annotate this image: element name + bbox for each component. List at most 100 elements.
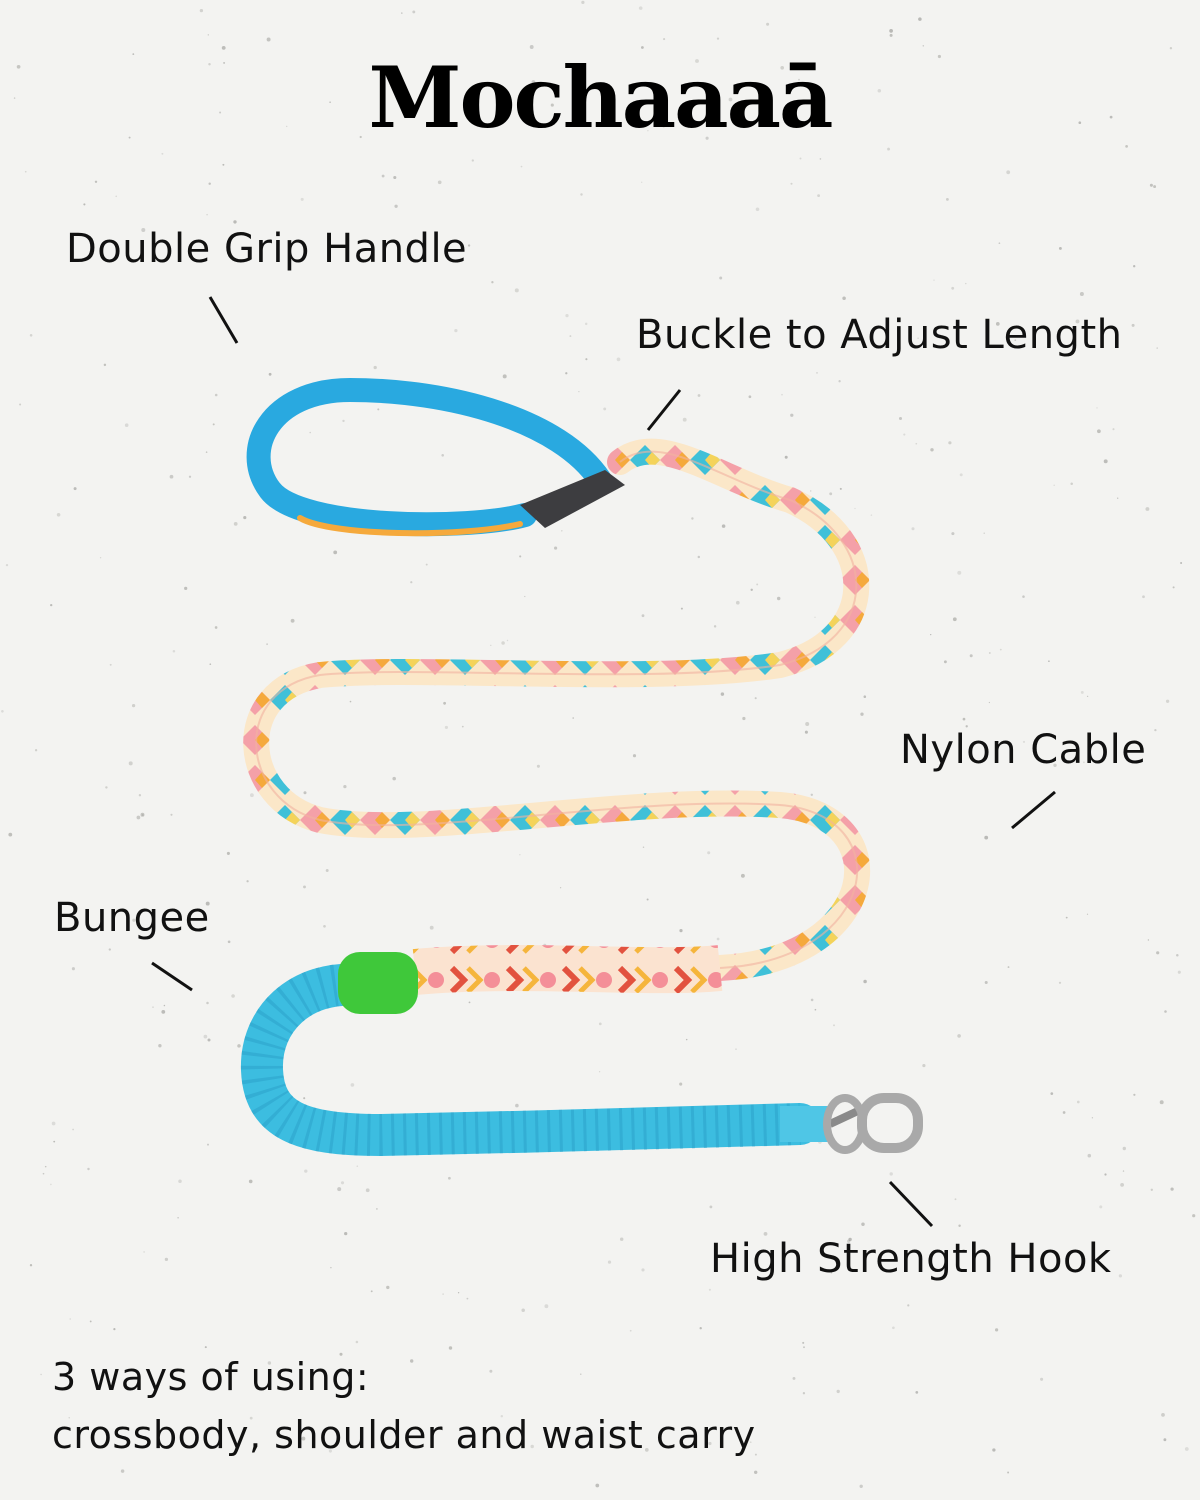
speckle xyxy=(860,712,864,716)
speckle xyxy=(514,288,519,293)
speckle xyxy=(748,395,752,399)
speckle xyxy=(842,296,846,301)
speckle xyxy=(1120,1183,1124,1187)
speckle xyxy=(1156,951,1160,955)
speckle xyxy=(1053,484,1055,486)
speckle xyxy=(1062,1111,1066,1114)
speckle xyxy=(425,563,428,566)
speckle xyxy=(223,61,226,64)
callout-bungee: Bungee xyxy=(54,895,210,941)
speckle xyxy=(340,1181,345,1185)
speckle xyxy=(763,1232,768,1236)
speckle xyxy=(616,357,621,362)
hook-strap xyxy=(780,1106,830,1142)
speckle xyxy=(830,1271,833,1274)
speckle xyxy=(805,722,810,726)
speckle xyxy=(679,1082,683,1086)
speckle xyxy=(429,925,434,930)
speckle xyxy=(373,365,377,370)
speckle xyxy=(911,527,915,531)
speckle xyxy=(214,626,218,629)
speckle xyxy=(214,393,218,397)
speckle xyxy=(401,12,403,14)
adjust-buckle xyxy=(520,470,625,528)
speckle xyxy=(1192,1214,1196,1218)
speckle xyxy=(1180,562,1183,564)
speckle xyxy=(1165,699,1170,703)
speckle xyxy=(359,135,362,139)
bungee-stopper xyxy=(338,952,418,1014)
speckle xyxy=(642,846,645,849)
speckle xyxy=(1147,939,1150,941)
speckle xyxy=(740,873,745,878)
speckle xyxy=(889,29,893,33)
speckle xyxy=(1154,728,1157,732)
speckle xyxy=(641,614,645,618)
speckle xyxy=(922,45,925,47)
speckle xyxy=(930,448,934,452)
speckle xyxy=(410,581,413,584)
speckle xyxy=(1007,966,1010,969)
speckle xyxy=(1086,695,1089,698)
speckle xyxy=(572,717,574,719)
speckle xyxy=(742,716,746,721)
speckle xyxy=(109,663,112,666)
speckle xyxy=(716,937,720,941)
speckle xyxy=(83,203,86,206)
speckle xyxy=(705,136,709,140)
speckle xyxy=(381,174,385,178)
speckle xyxy=(859,1484,863,1489)
speckle xyxy=(349,700,352,703)
speckle xyxy=(29,1264,33,1267)
speckle xyxy=(948,441,952,445)
speckle xyxy=(178,1179,182,1183)
speckle xyxy=(1093,1258,1097,1262)
speckle xyxy=(814,1008,817,1011)
speckle xyxy=(113,1328,116,1331)
speckle xyxy=(489,1369,493,1373)
speckle xyxy=(595,1483,600,1488)
speckle xyxy=(355,1340,359,1344)
speckle xyxy=(802,1341,805,1344)
speckle xyxy=(120,1469,125,1473)
speckle xyxy=(662,125,665,128)
speckle xyxy=(716,37,720,40)
speckle xyxy=(1159,1100,1164,1105)
speckle xyxy=(685,1038,688,1041)
speckle xyxy=(1076,1100,1080,1104)
speckle xyxy=(212,423,215,426)
speckle xyxy=(544,1304,549,1309)
speckle xyxy=(799,157,802,160)
speckle xyxy=(776,596,781,601)
speckle xyxy=(330,1266,332,1269)
speckle xyxy=(1122,1170,1125,1172)
speckle xyxy=(957,570,962,575)
speckle xyxy=(204,1346,207,1349)
speckle xyxy=(803,1346,805,1349)
speckle xyxy=(756,583,759,586)
speckle xyxy=(343,784,347,789)
speckle xyxy=(138,794,142,797)
high-strength-hook xyxy=(823,1093,923,1154)
speckle xyxy=(231,994,235,998)
speckle xyxy=(1164,1010,1167,1013)
speckle xyxy=(819,158,822,160)
speckle xyxy=(749,1441,752,1444)
speckle xyxy=(877,89,882,93)
speckle xyxy=(1103,459,1108,464)
speckle xyxy=(810,998,814,1002)
speckle xyxy=(1156,347,1158,349)
speckle xyxy=(249,1416,253,1420)
speckle xyxy=(629,1329,632,1332)
speckle xyxy=(44,1165,47,1168)
speckle xyxy=(515,1103,519,1108)
speckle xyxy=(457,1292,460,1294)
speckle xyxy=(206,1001,209,1005)
speckle xyxy=(781,393,783,396)
speckle xyxy=(132,918,136,922)
speckle xyxy=(958,1224,961,1228)
callout-buckle: Buckle to Adjust Length xyxy=(636,312,1123,358)
speckle xyxy=(34,749,38,752)
speckle xyxy=(233,522,238,526)
speckle xyxy=(1079,292,1084,296)
